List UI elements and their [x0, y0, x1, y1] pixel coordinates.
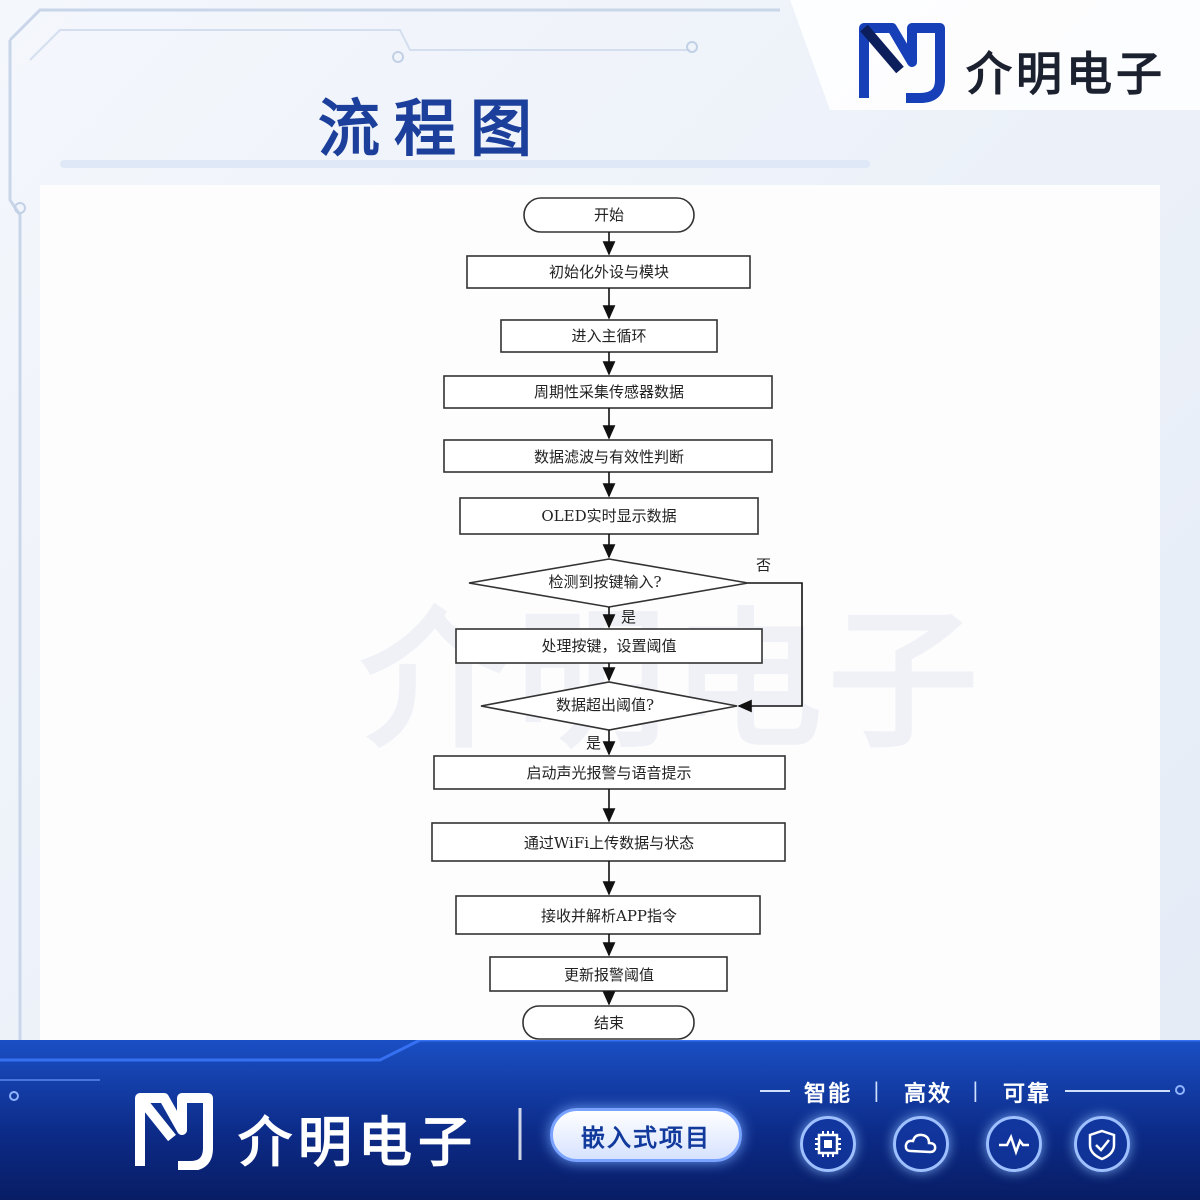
node-end: 结束	[522, 1005, 695, 1040]
node-loop-label: 进入主循环	[571, 327, 646, 345]
node-init-label: 初始化外设与模块	[549, 263, 669, 281]
node-key-handle-label: 处理按键，设置阈值	[541, 637, 676, 655]
feature-separator: |	[873, 1078, 880, 1102]
node-filter-label: 数据滤波与有效性判断	[534, 448, 684, 466]
node-update: 更新报警阈值	[489, 956, 728, 992]
page-title: 流程图	[318, 92, 547, 165]
feature-efficient: 高效	[904, 1082, 953, 1107]
node-end-label: 结束	[594, 1014, 624, 1032]
feature-reliable: 可靠	[1003, 1082, 1052, 1107]
brand-name-bottom: 介明电子	[238, 1111, 478, 1174]
node-receive-label: 接收并解析APP指令	[541, 907, 677, 925]
node-threshold-check-label: 数据超出阈值?	[556, 696, 654, 714]
project-tag-badge: 嵌入式项目	[550, 1108, 742, 1162]
cloud-icon	[893, 1116, 949, 1172]
node-collect-label: 周期性采集传感器数据	[534, 383, 684, 401]
node-collect: 周期性采集传感器数据	[443, 375, 773, 409]
chip-icon	[800, 1116, 856, 1172]
node-filter: 数据滤波与有效性判断	[443, 439, 773, 473]
node-key-check-label: 检测到按键输入?	[548, 573, 661, 591]
node-start-label: 开始	[594, 206, 624, 224]
label-no-key: 否	[756, 556, 771, 574]
pulse-icon	[986, 1116, 1042, 1172]
node-threshold-check: 数据超出阈值?	[480, 681, 738, 731]
label-yes-threshold: 是	[586, 734, 601, 752]
feature-smart: 智能	[804, 1082, 853, 1107]
connectors	[602, 232, 803, 1006]
logo-mark-bottom	[135, 1093, 213, 1170]
node-alarm: 启动声光报警与语音提示	[433, 755, 786, 790]
node-display-label: OLED实时显示数据	[541, 507, 676, 525]
shield-check-icon	[1074, 1116, 1130, 1172]
node-key-check: 检测到按键输入?	[468, 558, 749, 608]
label-yes-key: 是	[621, 608, 636, 626]
node-receive: 接收并解析APP指令	[455, 895, 761, 935]
node-alarm-label: 启动声光报警与语音提示	[526, 764, 691, 782]
node-loop: 进入主循环	[500, 319, 718, 353]
node-init: 初始化外设与模块	[466, 255, 751, 289]
node-display: OLED实时显示数据	[459, 497, 759, 535]
watermark: 介明电子	[360, 595, 985, 769]
node-upload-label: 通过WiFi上传数据与状态	[524, 834, 694, 852]
brand-name-top: 介明电子	[966, 47, 1166, 101]
node-update-label: 更新报警阈值	[564, 966, 654, 984]
logo-mark-top	[859, 23, 945, 103]
node-upload: 通过WiFi上传数据与状态	[431, 822, 786, 862]
feature-separator: |	[972, 1078, 979, 1102]
node-key-handle: 处理按键，设置阈值	[455, 628, 763, 664]
node-start: 开始	[523, 197, 695, 233]
